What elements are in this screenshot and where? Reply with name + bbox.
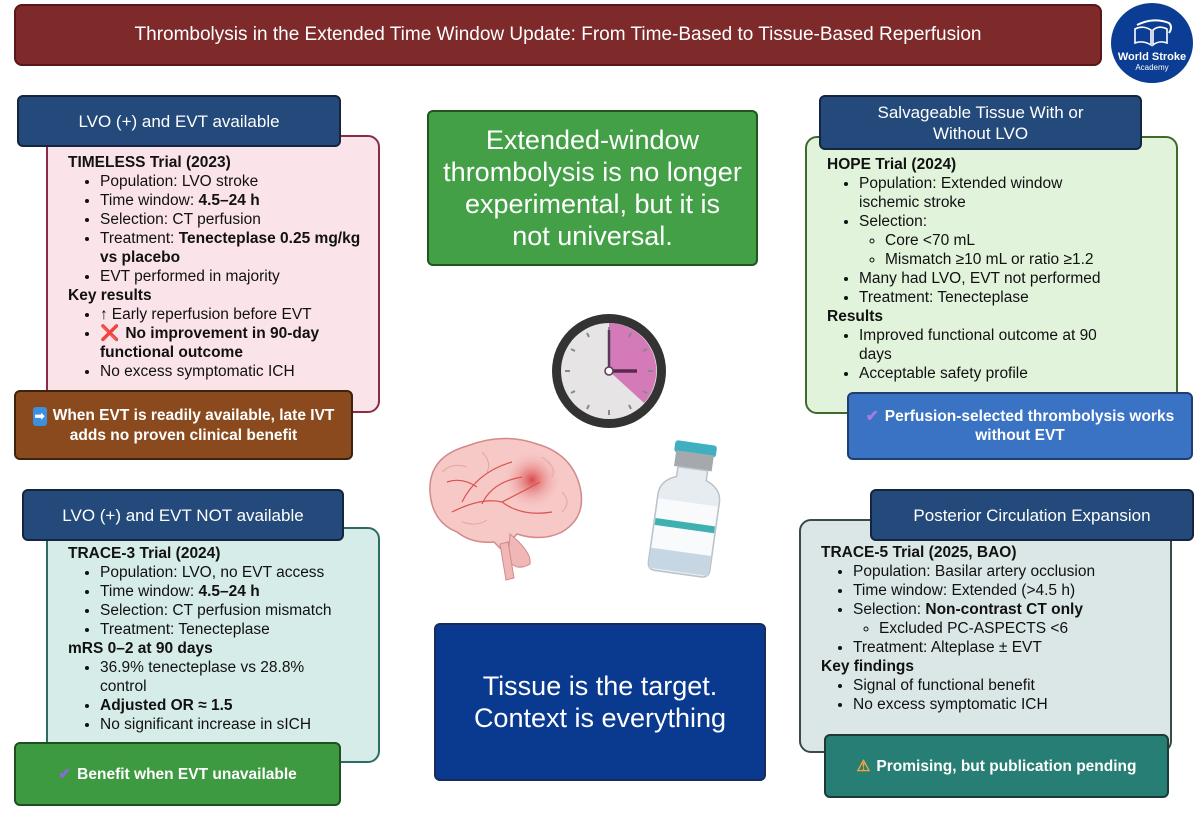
trial-name: TIMELESS Trial (2023): [68, 154, 231, 171]
results-list: ↑Early reperfusion before EVT ❌No improv…: [68, 305, 368, 381]
key-message: Extended-window thrombolysis is no longe…: [443, 125, 742, 251]
callout-hope: ✔ Perfusion-selected thrombolysis works w…: [847, 392, 1193, 460]
list-item: Acceptable safety profile: [859, 364, 1126, 383]
list-item: EVT performed in majority: [100, 267, 368, 286]
list-item: Time window: Extended (>4.5 h): [853, 581, 1160, 600]
header-lvo-evt-available: LVO (+) and EVT available: [17, 95, 341, 147]
conclusion-line-1: Tissue is the target.: [482, 671, 718, 701]
header-label: Salvageable Tissue With or Without LVO: [877, 102, 1084, 143]
callout-text: When EVT is readily available, late IVT …: [52, 406, 335, 444]
list-item: Selection: CT perfusion mismatch: [100, 601, 368, 620]
header-label: LVO (+) and EVT available: [78, 111, 280, 131]
trial-details: Population: LVO, no EVT access Time wind…: [68, 563, 368, 639]
header-salvageable-tissue: Salvageable Tissue With or Without LVO: [819, 95, 1142, 150]
time-window-sector: [609, 323, 657, 403]
header-label: Posterior Circulation Expansion: [913, 505, 1151, 525]
list-item: Excluded PC-ASPECTS <6: [879, 619, 1160, 638]
list-item: ❌No improvement in 90-day functional out…: [100, 324, 368, 362]
brain-icon: [429, 437, 583, 581]
title-banner: Thrombolysis in the Extended Time Window…: [14, 4, 1102, 66]
list-item: Population: LVO stroke: [100, 172, 368, 191]
arrow-right-icon: ➡: [32, 406, 47, 426]
conclusion-line-2: Context is everything: [473, 703, 727, 733]
list-item: Improved functional outcome at 90 days: [859, 326, 1126, 364]
trial-details: Population: Extended window ischemic str…: [827, 174, 1166, 307]
list-item: No excess symptomatic ICH: [100, 362, 368, 381]
results-heading: mRS 0–2 at 90 days: [68, 640, 213, 657]
list-item: Time window: 4.5–24 h: [100, 582, 368, 601]
header-lvo-evt-not-available: LVO (+) and EVT NOT available: [22, 489, 344, 541]
panel-trace5: TRACE-5 Trial (2025, BAO) Population: Ba…: [799, 519, 1172, 753]
arrow-up-icon: ↑: [100, 306, 108, 323]
results-heading: Results: [827, 308, 883, 325]
list-item: No significant increase in sICH: [100, 715, 328, 734]
vial-icon: [647, 440, 721, 578]
clock-icon: [552, 314, 666, 428]
callout-text: Promising, but publication pending: [876, 757, 1137, 775]
list-item: Treatment: Tenecteplase 0.25 mg/kg vs pl…: [100, 229, 368, 267]
list-item: Selection: Non-contrast CT only Excluded…: [853, 600, 1160, 638]
trial-details: Population: Basilar artery occlusion Tim…: [821, 562, 1160, 657]
list-item: Selection: CT perfusion: [100, 210, 368, 229]
results-list: 36.9% tenecteplase vs 28.8% control Adju…: [68, 658, 368, 734]
callout-text: Benefit when EVT unavailable: [77, 765, 297, 783]
trial-name: TRACE-5 Trial (2025, BAO): [821, 544, 1017, 561]
list-item: Treatment: Tenecteplase: [100, 620, 368, 639]
panel-trace3: TRACE-3 Trial (2024) Population: LVO, no…: [46, 527, 380, 763]
key-message-box: Extended-window thrombolysis is no longe…: [427, 110, 758, 266]
checkmark-icon: ✔: [58, 765, 72, 783]
cross-icon: ❌: [100, 325, 120, 342]
panel-timeless: TIMELESS Trial (2023) Population: LVO st…: [46, 135, 380, 413]
list-item: Population: LVO, no EVT access: [100, 563, 368, 582]
list-item: Selection: Core <70 mL Mismatch ≥10 mL o…: [859, 212, 1126, 269]
trial-details: Population: LVO stroke Time window: 4.5–…: [68, 172, 368, 286]
results-list: Improved functional outcome at 90 days A…: [827, 326, 1166, 383]
callout-trace3: ✔ Benefit when EVT unavailable: [14, 742, 341, 806]
results-list: Signal of functional benefit No excess s…: [821, 676, 1160, 714]
header-label: LVO (+) and EVT NOT available: [62, 505, 304, 525]
logo-line-1: World Stroke: [1117, 51, 1187, 63]
page-title: Thrombolysis in the Extended Time Window…: [134, 24, 982, 45]
list-item: Adjusted OR ≈ 1.5: [100, 696, 328, 715]
list-item: Core <70 mL: [885, 231, 1126, 250]
list-item: Mismatch ≥10 mL or ratio ≥1.2: [885, 250, 1126, 269]
list-item: Population: Extended window ischemic str…: [859, 174, 1126, 212]
list-item: Signal of functional benefit: [853, 676, 1160, 695]
trial-name: HOPE Trial (2024): [827, 156, 957, 173]
results-heading: Key findings: [821, 658, 915, 675]
list-item: ↑Early reperfusion before EVT: [100, 305, 368, 324]
callout-text: Perfusion-selected thrombolysis works wi…: [884, 408, 1175, 444]
checkmark-icon: ✔: [865, 408, 879, 425]
callout-trace5: ⚠ Promising, but publication pending: [824, 734, 1169, 798]
list-item: Treatment: Tenecteplase: [859, 288, 1126, 307]
trial-name: TRACE-3 Trial (2024): [68, 545, 221, 562]
warning-icon: ⚠: [856, 757, 871, 775]
results-heading: Key results: [68, 287, 152, 304]
world-stroke-academy-logo: World Stroke Academy: [1111, 3, 1193, 83]
conclusion-box: Tissue is the target. Context is everyth…: [434, 623, 766, 781]
list-item: Treatment: Alteplase ± EVT: [853, 638, 1160, 657]
panel-hope: HOPE Trial (2024) Population: Extended w…: [805, 136, 1178, 414]
header-posterior-circulation: Posterior Circulation Expansion: [870, 489, 1194, 541]
list-item: No excess symptomatic ICH: [853, 695, 1160, 714]
list-item: Time window: 4.5–24 h: [100, 191, 368, 210]
book-icon: [1134, 19, 1172, 47]
list-item: 36.9% tenecteplase vs 28.8% control: [100, 658, 328, 696]
list-item: Many had LVO, EVT not performed: [859, 269, 1126, 288]
callout-timeless: ➡When EVT is readily available, late IVT…: [14, 390, 353, 460]
list-item: Population: Basilar artery occlusion: [853, 562, 1160, 581]
logo-line-2: Academy: [1135, 63, 1169, 72]
